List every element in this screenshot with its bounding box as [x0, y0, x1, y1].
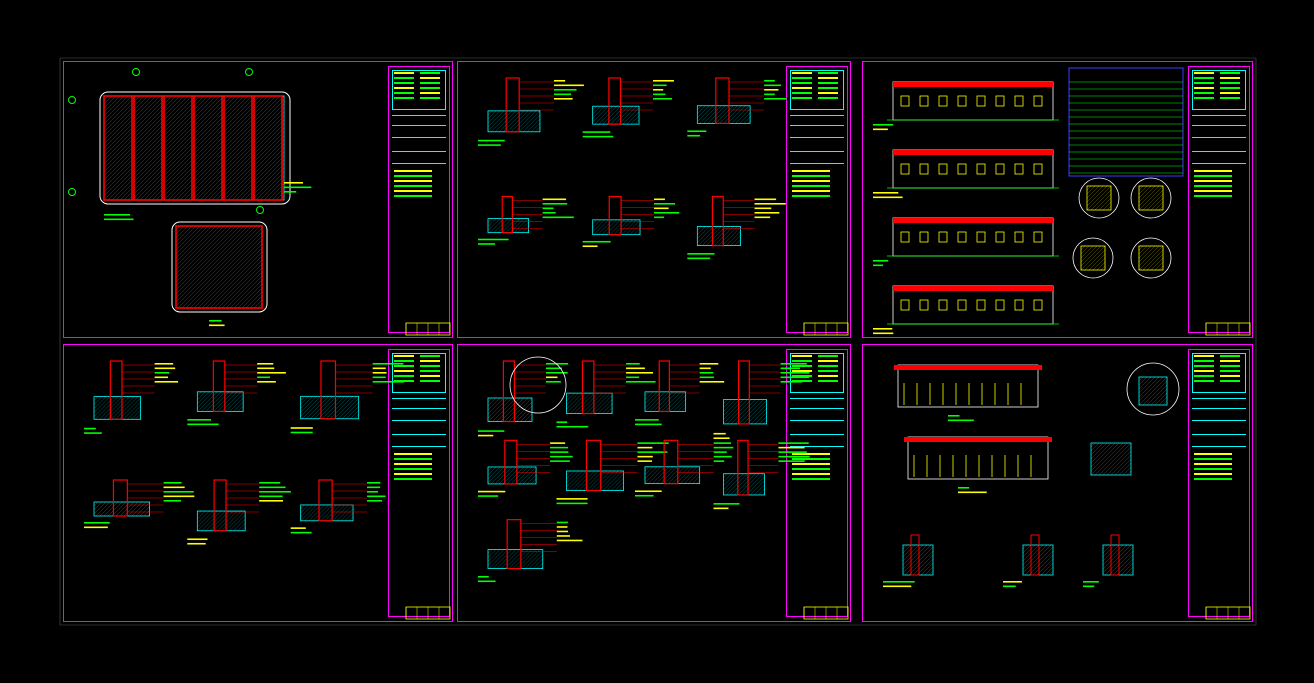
title-block-rule: [790, 420, 844, 421]
title-block: [388, 349, 450, 617]
drawing-content-floor-plans: [68, 68, 451, 336]
title-block-rule: [392, 163, 446, 164]
title-block-header: [392, 70, 446, 110]
title-block-rule: [790, 434, 844, 435]
drawing-content-foundation-details: [84, 355, 451, 620]
sheet-A5[interactable]: [457, 344, 851, 622]
title-block-rule: [790, 163, 844, 164]
sheet-A4[interactable]: [63, 344, 453, 622]
title-block-rule: [790, 408, 844, 409]
title-block-rule: [392, 137, 446, 138]
title-block-rule: [392, 420, 446, 421]
title-block-rule: [1192, 163, 1246, 164]
title-block-rule: [790, 151, 844, 152]
title-block-rule: [790, 446, 844, 447]
title-block-rule: [790, 398, 844, 399]
title-block-rule: [790, 125, 844, 126]
sheet-A1[interactable]: [63, 61, 453, 338]
title-block-rule: [1192, 398, 1246, 399]
drawing-content-sections: [883, 355, 1251, 620]
drawing-content-wall-details: [478, 72, 849, 336]
title-block-rule: [1192, 408, 1246, 409]
title-block-rule: [392, 408, 446, 409]
title-block-rule: [790, 115, 844, 116]
title-block: [786, 66, 848, 333]
title-block-rule: [1192, 137, 1246, 138]
drawing-content-elevations-and-schedule: [873, 67, 1251, 336]
title-block: [1188, 66, 1250, 333]
title-block-rule: [1192, 434, 1246, 435]
title-block: [1188, 349, 1250, 617]
title-block-header: [1192, 70, 1246, 110]
title-block-rule: [1192, 446, 1246, 447]
title-block-header: [790, 70, 844, 110]
title-block-rule: [1192, 125, 1246, 126]
sheet-A2[interactable]: [457, 61, 851, 338]
title-block-rule: [392, 115, 446, 116]
title-block-rule: [392, 446, 446, 447]
title-block-rule: [392, 434, 446, 435]
title-block: [786, 349, 848, 617]
title-block: [388, 66, 450, 333]
title-block-rule: [1192, 151, 1246, 152]
title-block-rule: [790, 137, 844, 138]
title-block-rule: [392, 125, 446, 126]
sheet-A6[interactable]: [862, 344, 1253, 622]
title-block-rule: [392, 398, 446, 399]
sheet-A3[interactable]: [862, 61, 1253, 338]
title-block-rule: [1192, 420, 1246, 421]
drawing-content-door-window-details: [478, 355, 849, 620]
title-block-rule: [1192, 115, 1246, 116]
title-block-header: [1192, 353, 1246, 393]
title-block-header: [392, 353, 446, 393]
title-block-rule: [392, 151, 446, 152]
